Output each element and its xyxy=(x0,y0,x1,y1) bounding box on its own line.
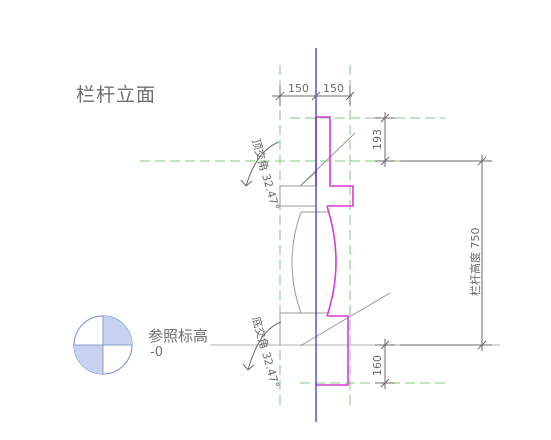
top-cap-projection xyxy=(279,171,317,207)
profile-top-post xyxy=(316,116,354,207)
dim-right-width: 150 xyxy=(323,82,344,95)
width-dimension xyxy=(272,86,355,106)
bottom-offset-dimension xyxy=(375,339,395,389)
profile-bulge-right xyxy=(326,205,337,317)
angle-line-top xyxy=(299,132,356,187)
profile-base xyxy=(316,315,349,386)
top-cap-angle xyxy=(299,171,317,187)
dim-left-width: 150 xyxy=(288,82,309,95)
angle-arc-bottom xyxy=(242,321,282,371)
angle-label-top: 顶交角 32.47° xyxy=(249,137,283,212)
dim-height: 栏杆高度 750 xyxy=(468,228,482,297)
height-dimension xyxy=(400,155,492,351)
level-name[interactable]: 参照标高 xyxy=(148,327,209,345)
dim-bottom-offset: 160 xyxy=(371,355,384,376)
level-symbol-icon[interactable] xyxy=(73,315,133,375)
level-elevation[interactable]: -0 xyxy=(150,345,163,360)
angle-line-bottom xyxy=(299,292,391,347)
dim-top-offset: 193 xyxy=(371,129,384,150)
top-offset-dimension xyxy=(375,112,395,167)
angle-arc-top xyxy=(240,141,280,187)
baluster-bulge-left xyxy=(291,211,302,314)
top-cap-outline xyxy=(279,185,316,207)
view-title: 栏杆立面 xyxy=(76,84,157,106)
